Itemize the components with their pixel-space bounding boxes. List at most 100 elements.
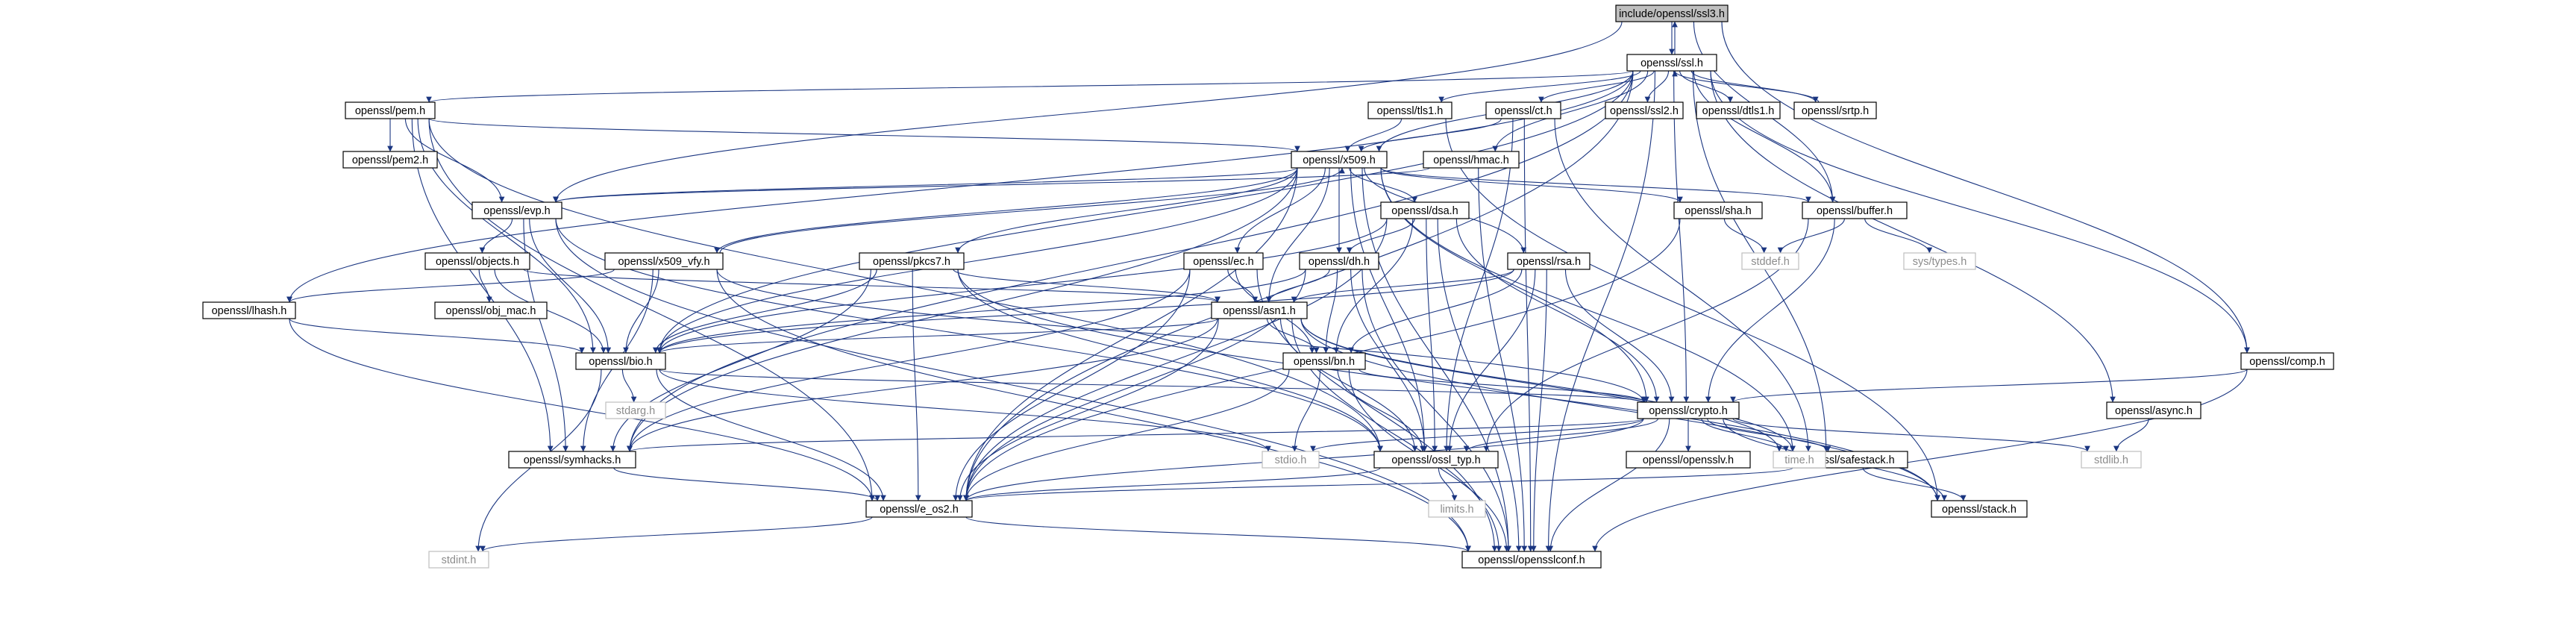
node-opensslconf[interactable]: openssl/opensslconf.h [1461, 551, 1602, 569]
edge-crypto-to-stdio [1310, 418, 1644, 452]
edge-x509_vfy-to-lhash [286, 269, 615, 303]
node-tls1-box [1367, 101, 1452, 119]
edge-bio-to-stdarg [621, 369, 637, 403]
node-stdarg-box [605, 401, 666, 419]
edge-x509_vfy-to-crypto [716, 269, 1646, 403]
edge-srtp-to-ssl [1672, 70, 1820, 103]
node-ssl[interactable]: openssl/ssl.h [1626, 54, 1717, 72]
edge-pem-to-e_os2 [428, 118, 875, 501]
edge-ssl-to-hmac [1492, 70, 1649, 152]
edge-crypto-to-opensslconf [1547, 418, 1670, 552]
edge-tls1-to-stack [1445, 118, 1940, 501]
node-ossl_typ[interactable]: openssl/ossl_typ.h [1373, 451, 1499, 469]
node-hmac[interactable]: openssl/hmac.h [1423, 151, 1520, 169]
node-limits-box [1428, 500, 1486, 518]
node-buffer-label: openssl/buffer.h [1817, 205, 1893, 217]
node-srtp[interactable]: openssl/srtp.h [1793, 101, 1877, 119]
node-lhash-box [202, 301, 296, 319]
node-stddef-label: stddef.h [1751, 256, 1790, 268]
node-ssl3[interactable]: include/openssl/ssl3.h [1615, 4, 1729, 22]
node-pem-box [345, 101, 436, 119]
edge-objects-to-asn1 [523, 269, 1220, 303]
node-rsa[interactable]: openssl/rsa.h [1507, 252, 1591, 270]
edge-e_os2-to-stdint [480, 516, 873, 552]
edge-ssl-to-async [1710, 70, 2116, 403]
edge-rsa-to-bio [656, 269, 1514, 354]
edge-bio-to-stdio [659, 369, 1271, 452]
edge-dh-to-bn [1323, 269, 1338, 354]
node-pkcs7[interactable]: openssl/pkcs7.h [859, 252, 965, 270]
node-srtp-label: openssl/srtp.h [1802, 105, 1869, 117]
node-objects[interactable]: openssl/objects.h [424, 252, 530, 270]
node-evp[interactable]: openssl/evp.h [471, 201, 562, 219]
node-comp[interactable]: openssl/comp.h [2240, 352, 2334, 370]
edge-buffer-to-stddef [1777, 218, 1845, 254]
node-stack[interactable]: openssl/stack.h [1931, 500, 2028, 518]
edge-comp-to-opensslconf [1592, 369, 2248, 552]
node-ssl2[interactable]: openssl/ssl2.h [1605, 101, 1684, 119]
node-pem[interactable]: openssl/pem.h [345, 101, 436, 119]
node-asn1[interactable]: openssl/asn1.h [1211, 301, 1308, 319]
node-e_os2[interactable]: openssl/e_os2.h [865, 500, 973, 518]
edge-ssl-to-srtp [1690, 70, 1819, 103]
edge-x509_vfy-to-x509 [719, 167, 1345, 254]
node-dtls1[interactable]: openssl/dtls1.h [1696, 101, 1781, 119]
node-obj_mac[interactable]: openssl/obj_mac.h [434, 301, 548, 319]
node-buffer[interactable]: openssl/buffer.h [1802, 201, 1908, 219]
edge-x509-to-ec [1234, 167, 1326, 254]
node-crypto[interactable]: openssl/crypto.h [1637, 401, 1740, 419]
node-dh[interactable]: openssl/dh.h [1299, 252, 1379, 270]
node-rsa-box [1507, 252, 1591, 270]
edge-pkcs7-to-bio [652, 269, 877, 354]
node-systypes-box [1903, 252, 1976, 270]
node-stdarg-label: stdarg.h [616, 405, 655, 417]
node-async[interactable]: openssl/async.h [2106, 401, 2201, 419]
node-stdio-box [1262, 451, 1320, 469]
edge-ssl-to-symhacks [627, 70, 1634, 452]
node-systypes-label: sys/types.h [1913, 256, 1967, 268]
edge-objects-to-obj_mac [478, 269, 492, 303]
node-x509_vfy[interactable]: openssl/x509_vfy.h [604, 252, 724, 270]
node-ct[interactable]: openssl/ct.h [1485, 101, 1561, 119]
edge-bio-to-e_os2 [656, 369, 886, 501]
node-opensslv[interactable]: openssl/opensslv.h [1626, 451, 1751, 469]
edge-evp-to-objects [479, 218, 513, 254]
node-bn[interactable]: openssl/bn.h [1282, 352, 1366, 370]
edge-ct-to-ossl_typ [1444, 118, 1514, 452]
node-opensslv-box [1626, 451, 1751, 469]
node-sha[interactable]: openssl/sha.h [1673, 201, 1763, 219]
edge-dh-to-bio [656, 269, 1306, 354]
edge-dsa-to-opensslconf [1437, 218, 1522, 552]
edge-rsa-to-bn [1348, 269, 1523, 354]
node-dsa[interactable]: openssl/dsa.h [1380, 201, 1470, 219]
edge-e_os2-to-opensslconf [965, 516, 1471, 552]
node-ec-box [1183, 252, 1264, 270]
node-tls1[interactable]: openssl/tls1.h [1367, 101, 1452, 119]
node-x509[interactable]: openssl/x509.h [1291, 151, 1388, 169]
edge-asn1-to-safestack [1300, 318, 1796, 452]
node-asn1-label: openssl/asn1.h [1223, 305, 1296, 317]
node-async-label: openssl/async.h [2115, 405, 2193, 417]
node-obj_mac-box [434, 301, 548, 319]
edge-pkcs7-to-e_os2 [912, 269, 921, 501]
edge-objects-to-bio [494, 269, 607, 354]
node-ec[interactable]: openssl/ec.h [1183, 252, 1264, 270]
node-lhash[interactable]: openssl/lhash.h [202, 301, 296, 319]
node-limits-label: limits.h [1440, 504, 1473, 516]
node-ssl-box [1626, 54, 1717, 72]
node-ec-label: openssl/ec.h [1193, 256, 1253, 268]
edge-ec-to-symhacks [627, 269, 1191, 452]
node-x509_vfy-box [604, 252, 724, 270]
node-symhacks[interactable]: openssl/symhacks.h [508, 451, 636, 469]
node-stdio: stdio.h [1262, 451, 1320, 469]
node-e_os2-box [865, 500, 973, 518]
node-e_os2-label: openssl/e_os2.h [880, 504, 959, 516]
node-x509-box [1291, 151, 1388, 169]
edge-x509-to-bio [656, 167, 1298, 354]
edge-dsa-to-bn [1333, 218, 1414, 354]
node-stack-box [1931, 500, 2028, 518]
node-ssl2-label: openssl/ssl2.h [1610, 105, 1679, 117]
node-bio[interactable]: openssl/bio.h [575, 352, 666, 370]
node-pem2[interactable]: openssl/pem2.h [342, 151, 438, 169]
edge-x509-to-dsa [1349, 167, 1418, 203]
